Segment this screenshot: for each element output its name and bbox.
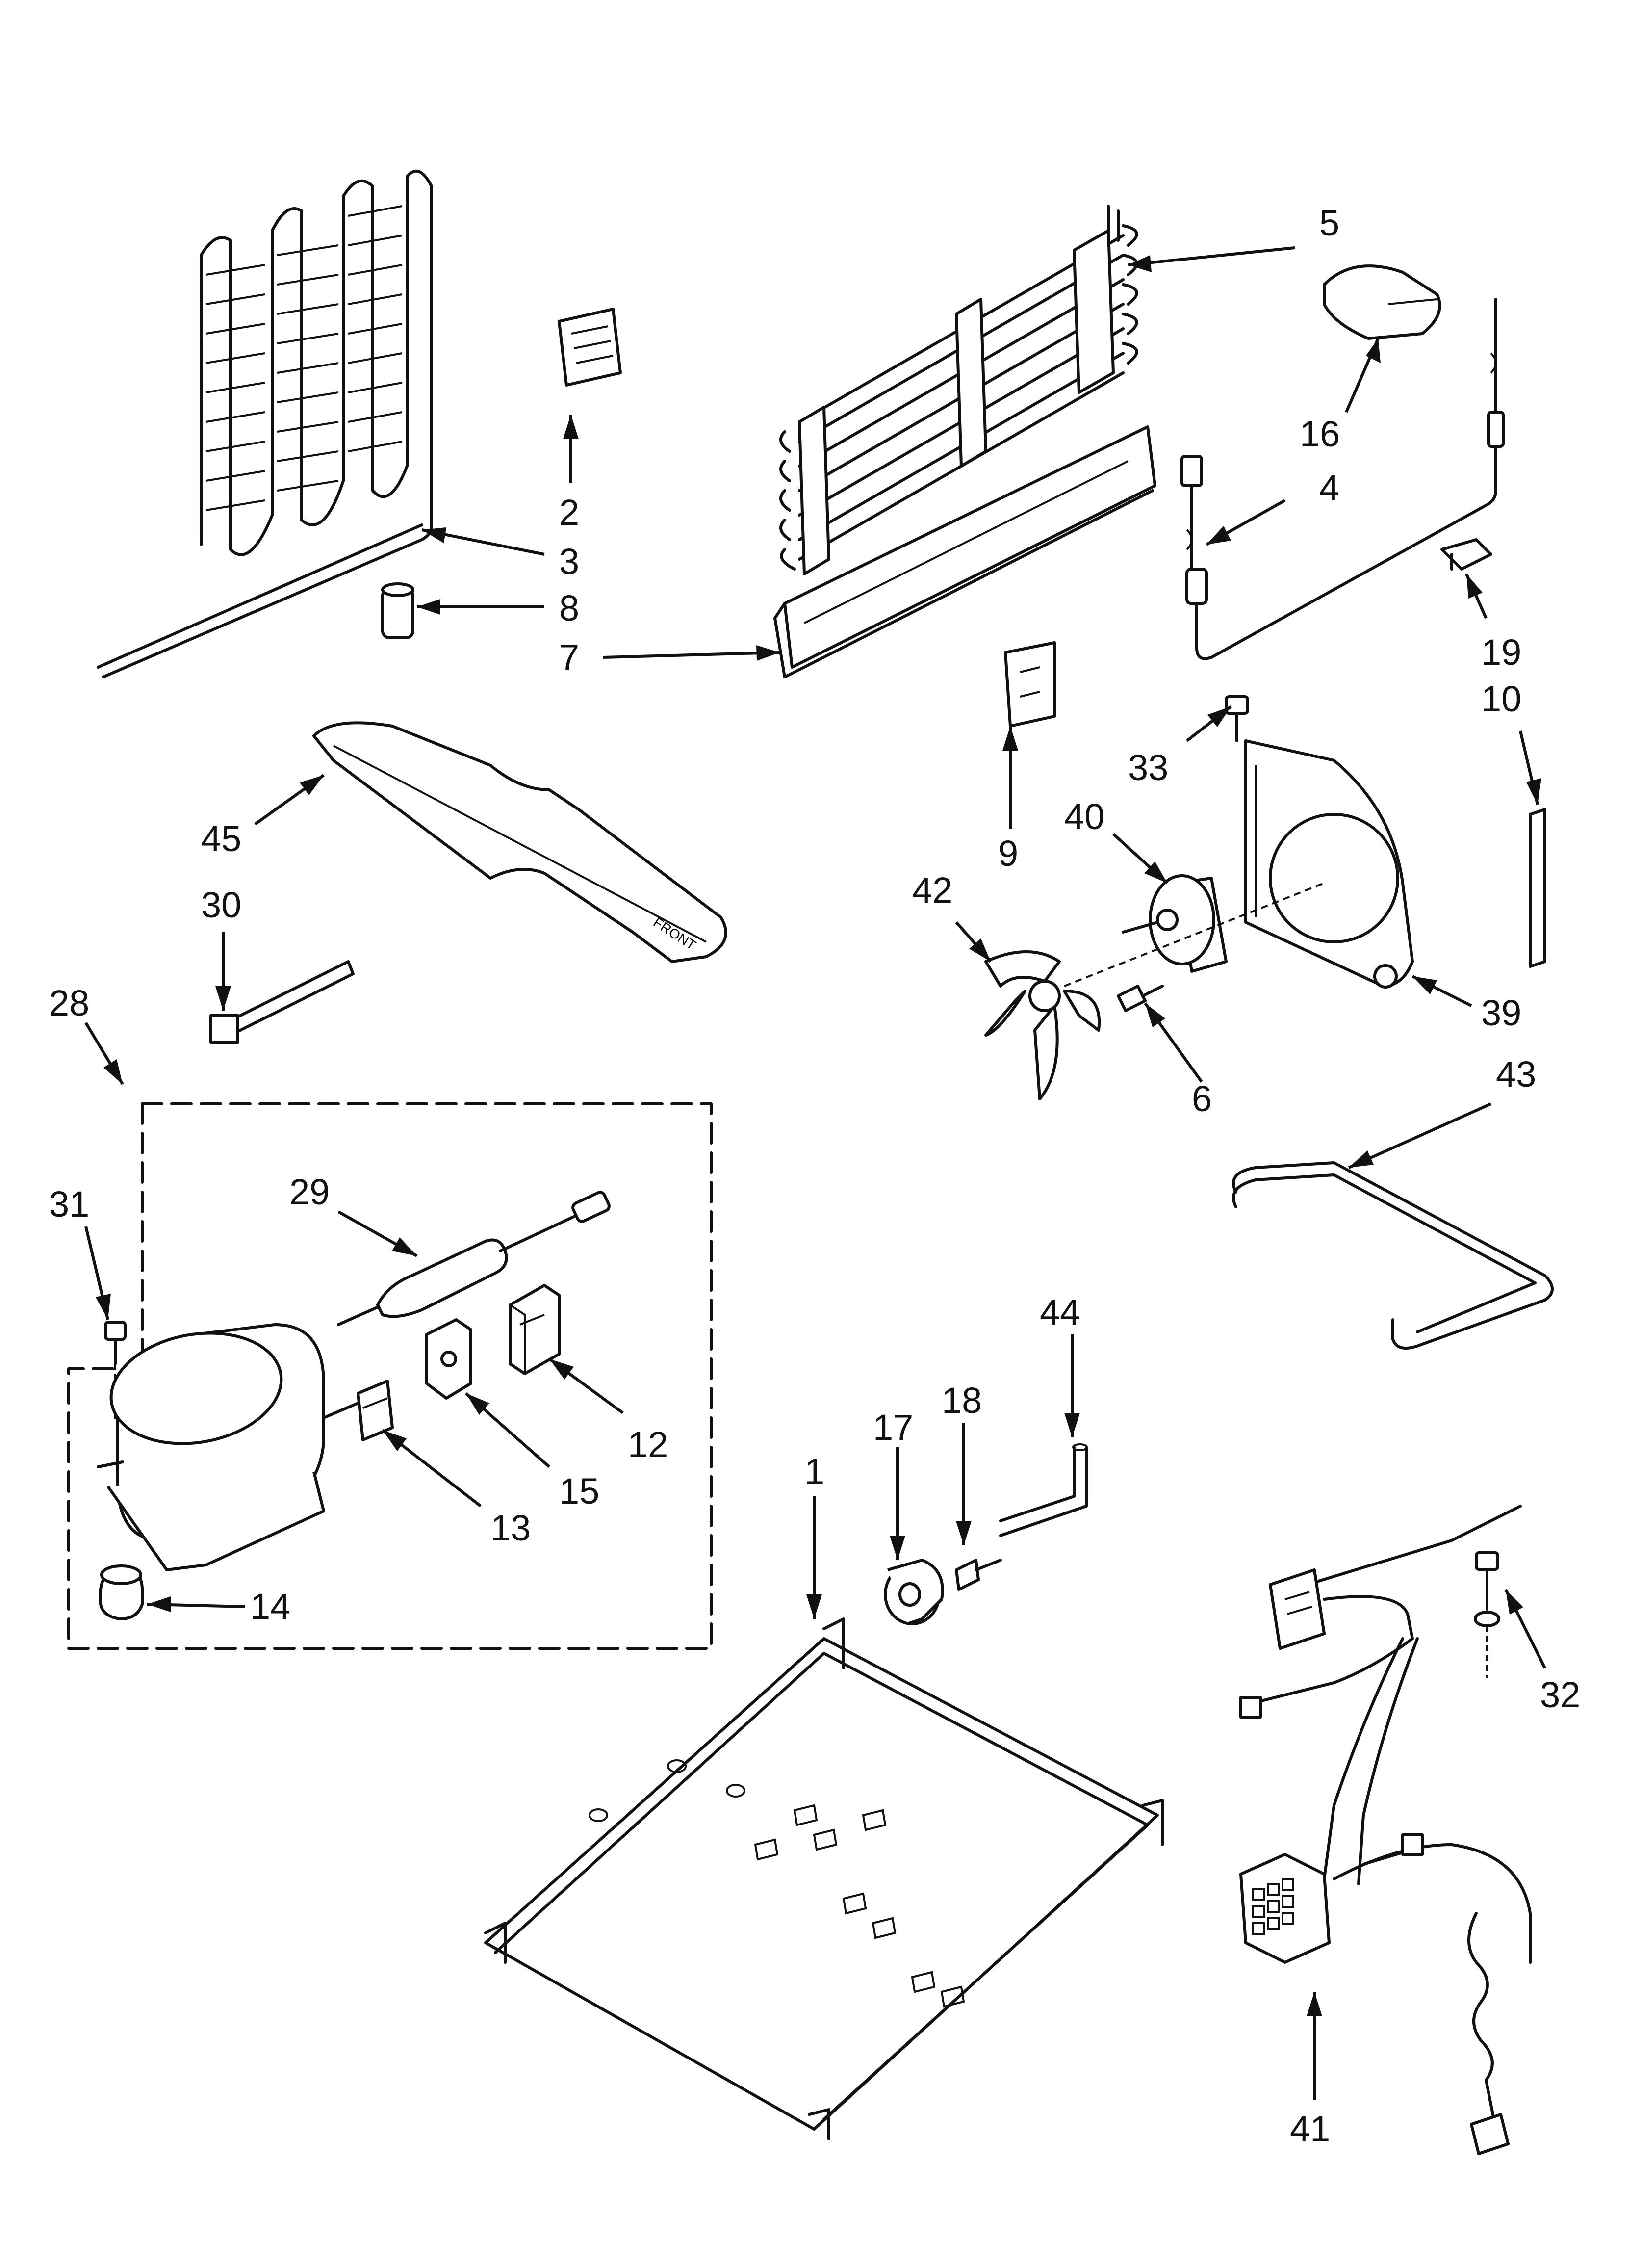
leader-lines <box>84 246 1546 2100</box>
callout-5: 5 <box>1319 203 1339 243</box>
terminal-cover <box>357 1380 394 1441</box>
callout-13: 13 <box>490 1508 531 1548</box>
callout-18: 18 <box>942 1380 982 1421</box>
callout-2: 2 <box>559 492 579 533</box>
drier <box>381 582 414 639</box>
callout-40: 40 <box>1064 796 1104 837</box>
callout-31: 31 <box>49 1184 89 1225</box>
callout-45: 45 <box>201 818 241 859</box>
callout-19: 19 <box>1481 632 1521 673</box>
screw-32 <box>1474 1551 1500 1678</box>
callout-labels: 5 16 2 4 3 8 7 19 10 33 9 40 45 30 42 39… <box>49 203 1580 2149</box>
callout-4: 4 <box>1319 468 1339 508</box>
sensor-wire <box>1180 298 1505 660</box>
callout-8: 8 <box>559 588 579 628</box>
relay <box>509 1284 561 1375</box>
callout-10: 10 <box>1481 678 1521 719</box>
callout-6: 6 <box>1192 1078 1212 1119</box>
filter-drier <box>337 1191 611 1326</box>
cable-tie <box>209 960 355 1044</box>
callout-17: 17 <box>873 1407 913 1448</box>
bracket <box>1004 641 1056 728</box>
drain-trough <box>773 425 1156 678</box>
tube <box>1232 1161 1554 1350</box>
short-tube <box>999 1443 1088 1537</box>
screw-18 <box>955 1559 1002 1591</box>
foot <box>884 1559 944 1625</box>
strip <box>1529 808 1546 968</box>
wiring-harness <box>1239 1505 1532 2155</box>
callout-44: 44 <box>1040 1292 1080 1332</box>
drain-tray: FRONT <box>312 721 727 963</box>
fan-blade <box>984 950 1101 1100</box>
compressor <box>97 1323 359 1571</box>
callout-3: 3 <box>559 541 579 582</box>
callout-43: 43 <box>1496 1054 1536 1095</box>
callout-15: 15 <box>559 1471 599 1512</box>
callout-32: 32 <box>1540 1674 1580 1715</box>
callout-39: 39 <box>1481 992 1521 1033</box>
callout-42: 42 <box>912 870 952 911</box>
screw-33 <box>1225 695 1249 742</box>
callout-28: 28 <box>49 983 89 1023</box>
cover <box>1323 264 1441 340</box>
callout-29: 29 <box>289 1172 330 1212</box>
callout-16: 16 <box>1300 414 1340 454</box>
grommet <box>99 1564 144 1620</box>
callout-30: 30 <box>201 885 241 925</box>
callout-41: 41 <box>1290 2109 1330 2149</box>
callout-12: 12 <box>628 1424 668 1465</box>
callout-7: 7 <box>559 637 579 678</box>
callout-33: 33 <box>1128 747 1168 788</box>
fan-motor <box>1122 874 1228 973</box>
base-frame <box>484 1617 1164 2140</box>
callout-9: 9 <box>998 833 1018 874</box>
fan-shroud <box>1244 739 1414 989</box>
evaporator <box>779 205 1138 575</box>
screw-6 <box>1117 985 1164 1012</box>
callout-14: 14 <box>250 1586 290 1627</box>
callout-1: 1 <box>804 1451 824 1492</box>
pad <box>558 308 622 387</box>
clip <box>1440 538 1492 571</box>
overload <box>425 1318 472 1400</box>
